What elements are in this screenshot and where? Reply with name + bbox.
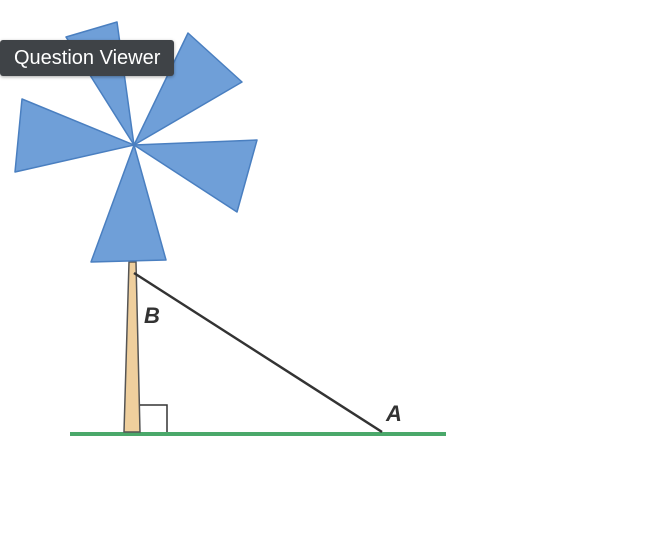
blade-top-right <box>133 32 243 146</box>
label-a: A <box>385 401 402 426</box>
blade-right <box>133 139 258 213</box>
windmill-blades <box>14 21 258 263</box>
blade-bottom <box>90 144 167 263</box>
question-viewer-tooltip: Question Viewer <box>0 40 175 76</box>
right-angle-marker <box>140 404 168 432</box>
blade-left <box>14 98 135 173</box>
windmill-pole <box>123 261 141 433</box>
label-b: B <box>144 303 160 328</box>
guy-wire-line <box>133 271 383 434</box>
